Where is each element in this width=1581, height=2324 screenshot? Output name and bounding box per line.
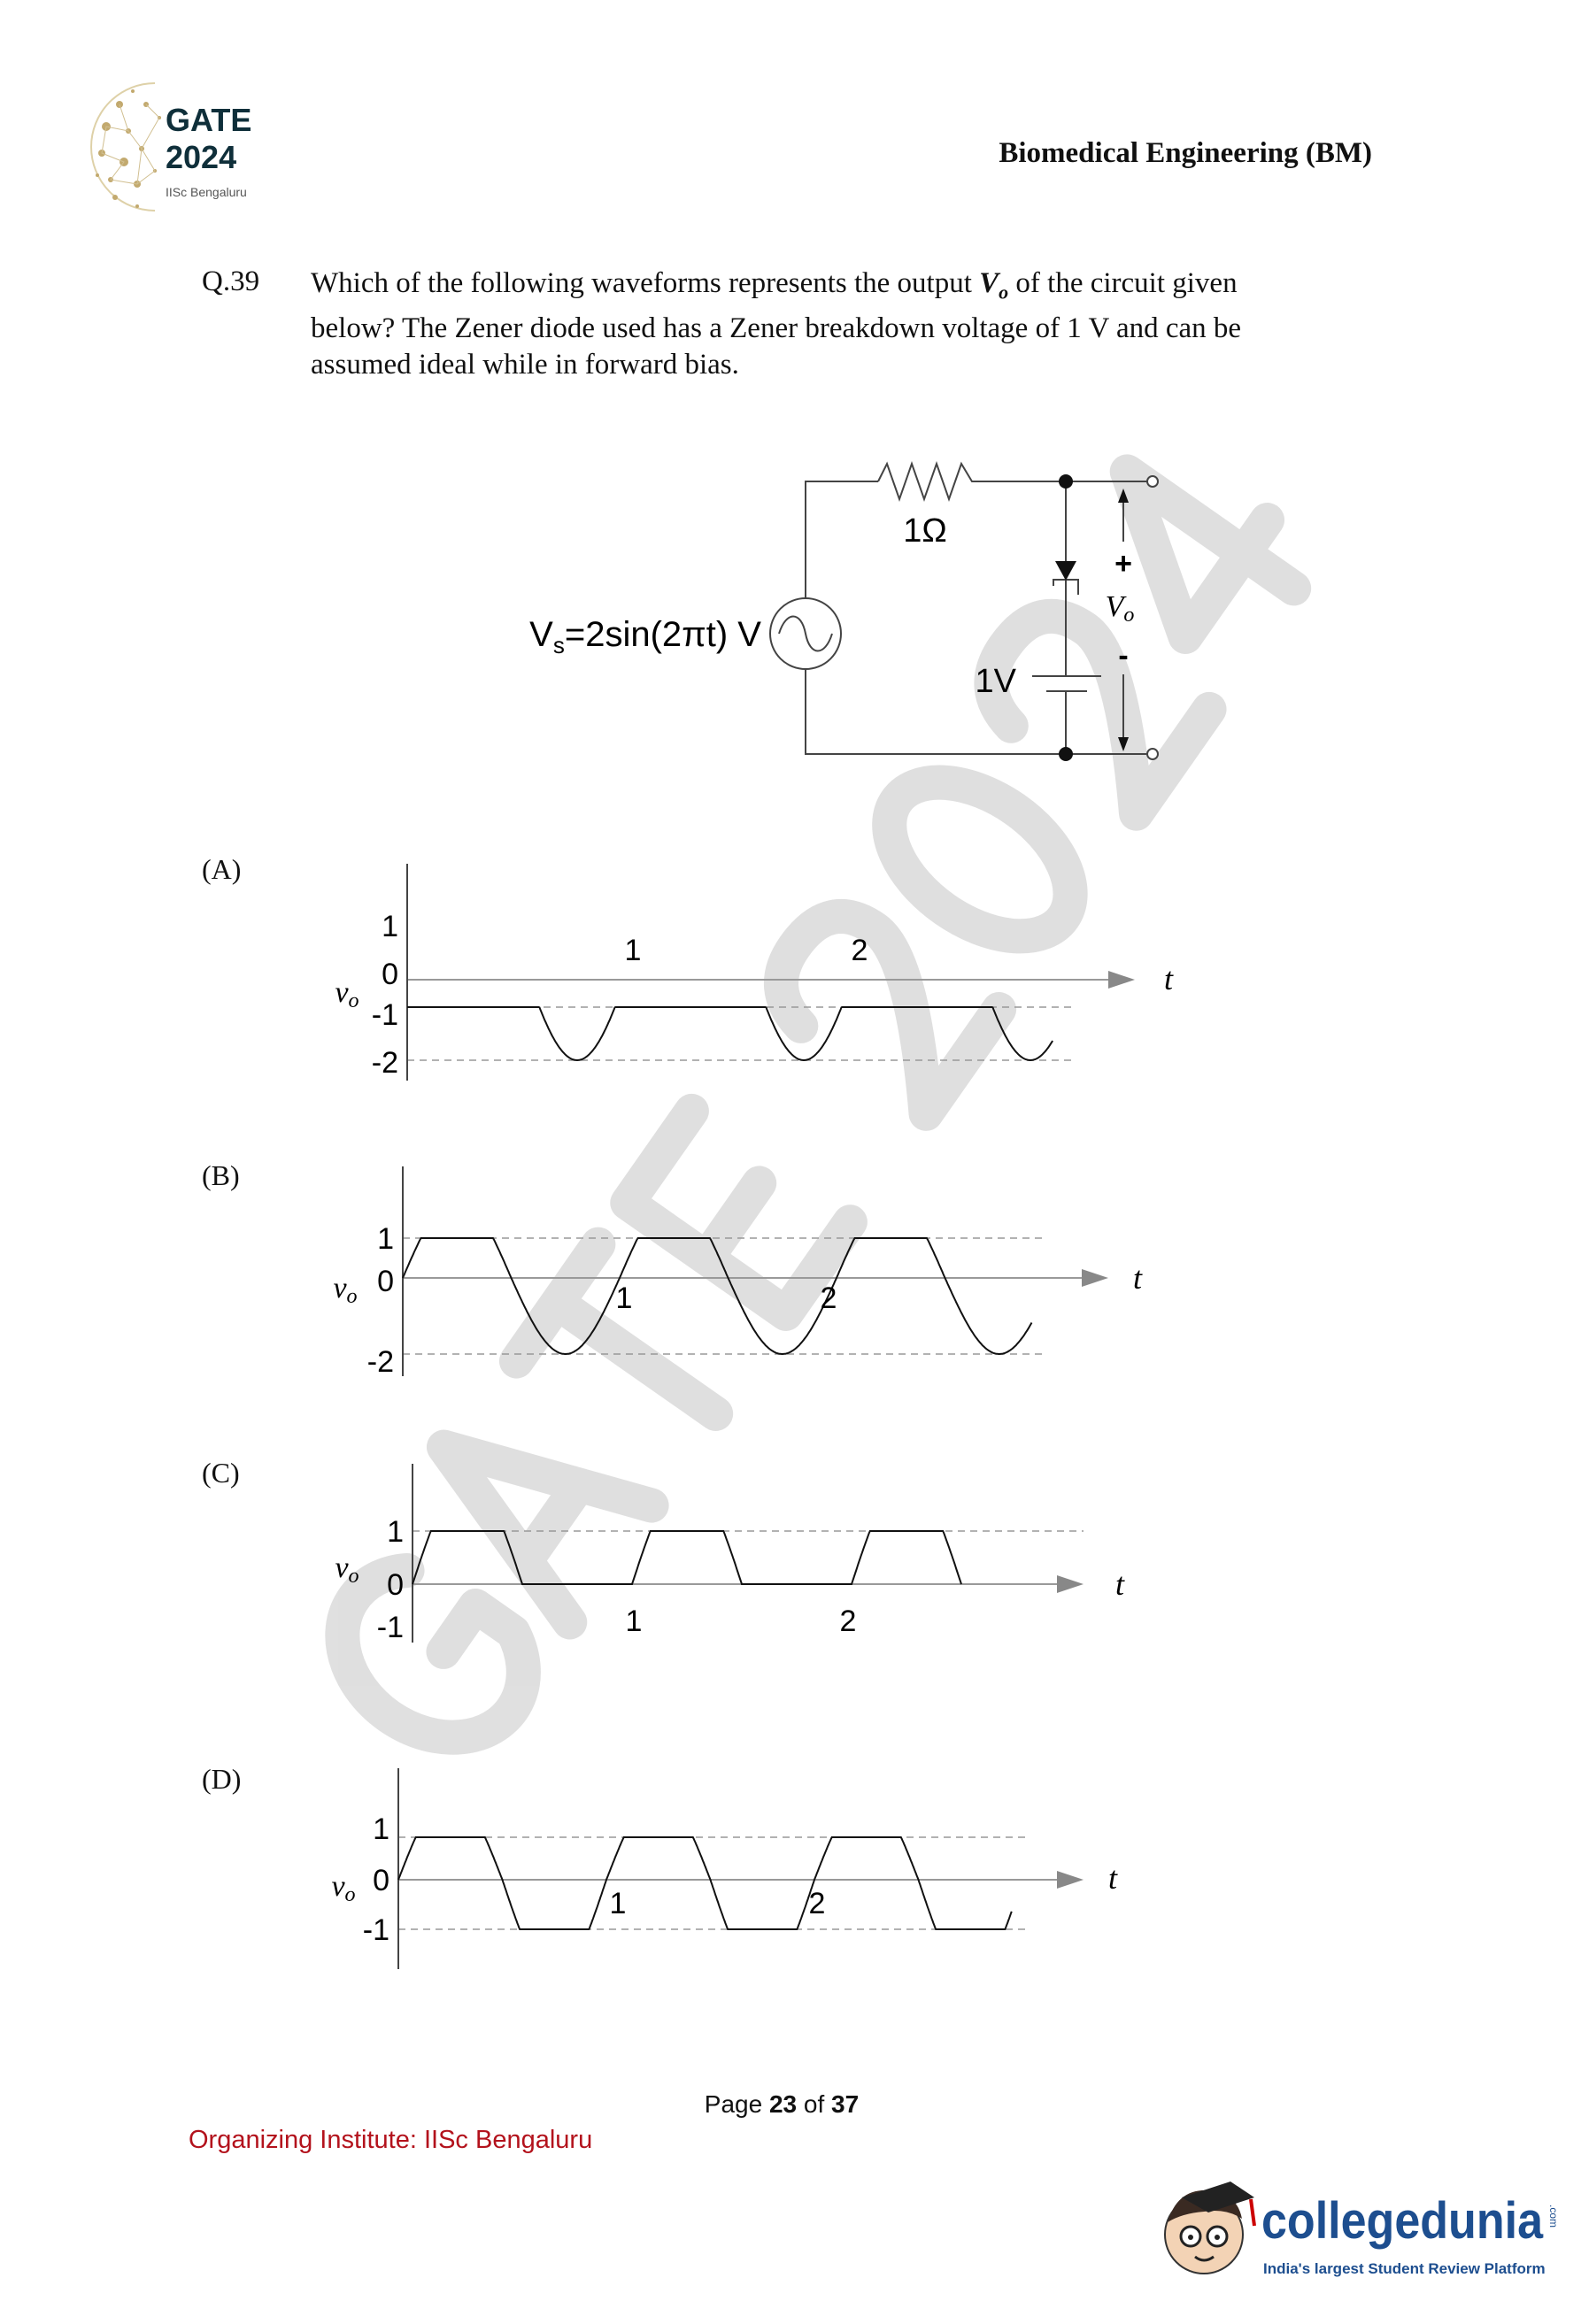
option-b-ytick-label: 1 bbox=[377, 1222, 394, 1256]
plus-sign: + bbox=[1114, 547, 1132, 581]
option-d-ytick-label: 0 bbox=[373, 1864, 389, 1897]
option-d-xlabel: t bbox=[1108, 1860, 1118, 1896]
option-d-xtick-label: 2 bbox=[809, 1887, 826, 1920]
option-a-xtick-label: 1 bbox=[625, 934, 642, 967]
option-b-waveform bbox=[402, 1237, 1033, 1355]
option-b-xtick-label: 2 bbox=[821, 1281, 837, 1315]
arrow-down-icon bbox=[1118, 737, 1129, 751]
vo-subscript: o bbox=[999, 281, 1009, 304]
collegedunia-logo: collegedunia .com India's largest Studen… bbox=[1164, 2182, 1560, 2277]
option-b-xtick-label: 1 bbox=[616, 1281, 633, 1315]
option-d-waveform bbox=[397, 1836, 1013, 1930]
option-d-ytick-label: 1 bbox=[373, 1812, 389, 1846]
option-d-ytick-label: -1 bbox=[363, 1913, 389, 1947]
option-a-label[interactable]: (A) bbox=[202, 853, 242, 885]
node-dot bbox=[1059, 747, 1073, 761]
option-a-ytick-label: 0 bbox=[382, 958, 398, 991]
option-c-xtick-label: 1 bbox=[626, 1604, 643, 1638]
brand-tagline: India's largest Student Review Platform bbox=[1263, 2260, 1546, 2277]
node-dot bbox=[1059, 474, 1073, 489]
option-a-ytick-label: -1 bbox=[372, 998, 398, 1032]
logo-subtitle: IISc Bengaluru bbox=[166, 185, 247, 199]
option-c-waveform bbox=[412, 1530, 962, 1585]
option-a-ylabel: vo bbox=[335, 976, 359, 1012]
logo-globe-icon bbox=[90, 82, 161, 212]
question-number: Q.39 bbox=[202, 265, 260, 297]
option-a-ytick-label: -2 bbox=[372, 1046, 398, 1080]
output-terminal-top bbox=[1146, 475, 1159, 488]
question-text: Which of the following waveforms represe… bbox=[311, 265, 1329, 382]
option-b-ylabel: vo bbox=[333, 1272, 357, 1308]
question-line3: assumed ideal while in forward bias. bbox=[311, 348, 739, 381]
question-line1-after: of the circuit given bbox=[1008, 267, 1238, 299]
vo-letter: V bbox=[979, 267, 999, 299]
option-a-xtick-label: 2 bbox=[852, 934, 868, 967]
sine-glyph-icon bbox=[778, 615, 833, 652]
page-number: Page 23 of 37 bbox=[704, 2090, 860, 2118]
zener-diode-icon bbox=[1055, 561, 1076, 581]
option-a-ytick-label: 1 bbox=[382, 910, 398, 943]
option-d-axis-arrow-icon bbox=[1057, 1871, 1084, 1889]
organizing-institute: Organizing Institute: IISc Bengaluru bbox=[189, 2126, 593, 2154]
arrow-up-icon bbox=[1118, 489, 1129, 503]
brand-com: .com bbox=[1547, 2205, 1560, 2228]
ac-source-icon bbox=[769, 597, 842, 670]
battery-label: 1V bbox=[976, 663, 1017, 700]
brand-name: collegedunia bbox=[1261, 2192, 1544, 2250]
option-b-ytick-label: 0 bbox=[377, 1265, 394, 1298]
option-c-ytick-label: 0 bbox=[387, 1568, 404, 1602]
option-d-label[interactable]: (D) bbox=[202, 1763, 242, 1795]
option-b-ytick-label: -2 bbox=[367, 1345, 394, 1379]
option-a-waveform bbox=[407, 1006, 1053, 1061]
source-label: Vs=2sin(2πt) V bbox=[529, 615, 761, 658]
logo-year: 2024 bbox=[166, 139, 236, 175]
wire-bottom bbox=[805, 669, 1149, 755]
option-b-axis-arrow-icon bbox=[1082, 1269, 1108, 1287]
option-c-ylabel: vo bbox=[335, 1551, 359, 1588]
question-line1-before: Which of the following waveforms represe… bbox=[311, 267, 980, 299]
option-b-xlabel: t bbox=[1133, 1260, 1143, 1296]
option-c-axis-arrow-icon bbox=[1057, 1575, 1084, 1593]
option-d-xtick-label: 1 bbox=[610, 1887, 627, 1920]
mascot-icon bbox=[1164, 2182, 1256, 2274]
wire-top-left bbox=[805, 481, 878, 598]
minus-sign: - bbox=[1118, 639, 1128, 673]
option-c-xlabel: t bbox=[1115, 1566, 1125, 1602]
option-a-xlabel: t bbox=[1164, 961, 1174, 997]
logo-title: GATE bbox=[166, 102, 251, 138]
option-c-ytick-label: 1 bbox=[387, 1515, 404, 1549]
option-b-label[interactable]: (B) bbox=[202, 1159, 240, 1191]
question-line2: below? The Zener diode used has a Zener … bbox=[311, 312, 1242, 345]
option-a-axis-arrow-icon bbox=[1108, 971, 1135, 989]
resistor-label: 1Ω bbox=[903, 512, 947, 550]
output-terminal-bottom bbox=[1146, 748, 1159, 760]
option-c-xtick-label: 2 bbox=[840, 1604, 857, 1638]
subject-heading: Biomedical Engineering (BM) bbox=[999, 137, 1372, 169]
vo-symbol: Vo bbox=[979, 267, 1008, 304]
option-c-ytick-label: -1 bbox=[377, 1611, 404, 1644]
gate-2024-logo: GATE 2024 IISc Bengaluru bbox=[90, 82, 251, 212]
resistor-icon bbox=[877, 460, 1149, 503]
option-d-ylabel: vo bbox=[331, 1870, 355, 1906]
battery-icon bbox=[1032, 675, 1101, 692]
option-c-label[interactable]: (C) bbox=[202, 1457, 240, 1489]
